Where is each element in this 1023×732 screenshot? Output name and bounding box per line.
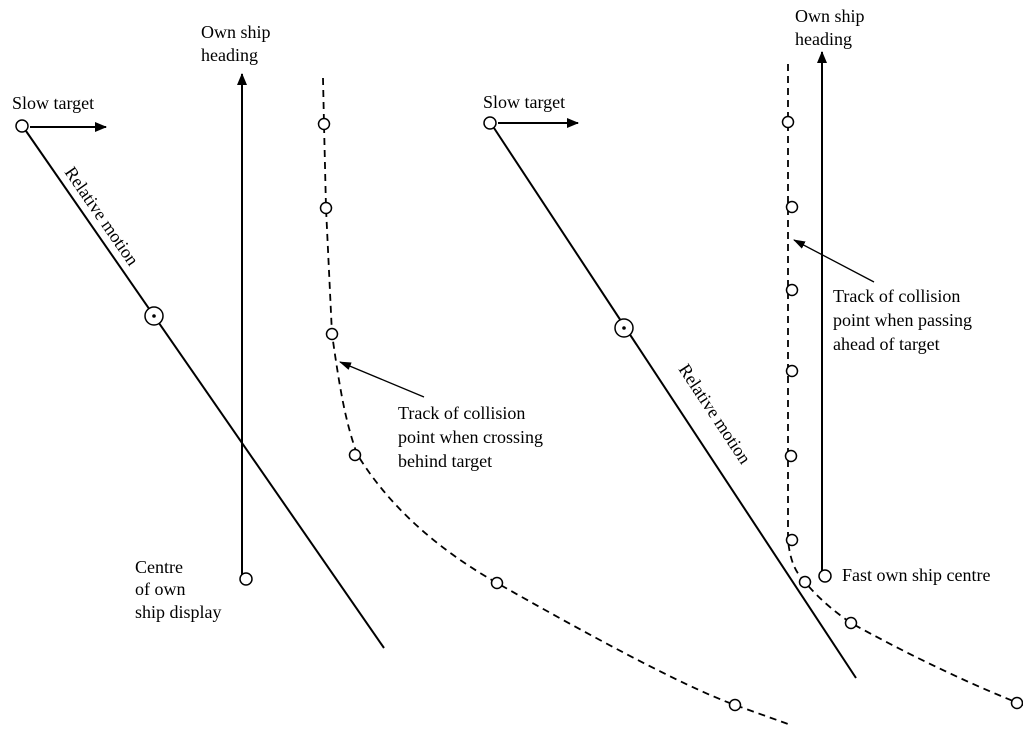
left-panel: Own ship heading Slow target Relative mo… — [12, 22, 789, 725]
right-track-label-line2: point when passing — [833, 310, 972, 330]
right-track-label-line3: ahead of target — [833, 334, 940, 354]
right-heading-label-line2: heading — [795, 29, 852, 49]
left-relative-motion-label: Relative motion — [61, 163, 143, 269]
right-target-point — [483, 116, 497, 130]
right-heading-label-line1: Own ship — [795, 6, 865, 26]
right-track-point — [781, 115, 795, 129]
right-track-point — [798, 575, 812, 589]
left-target-point — [15, 119, 29, 133]
left-centre-label-line1: Centre — [135, 557, 183, 577]
right-target-label: Slow target — [483, 92, 565, 112]
right-cpa-dot — [622, 326, 626, 330]
left-cpa-dot — [152, 314, 156, 318]
left-centre-label-line3: ship display — [135, 602, 222, 622]
left-own-ship-centre — [239, 572, 253, 586]
left-track-label-line2: point when crossing — [398, 427, 543, 447]
right-centre-label: Fast own ship centre — [842, 565, 990, 585]
left-track-point — [325, 327, 339, 341]
left-centre-label-line2: of own — [135, 579, 186, 599]
left-track-label-line3: behind target — [398, 451, 492, 471]
right-track-label-line1: Track of collision — [833, 286, 960, 306]
right-track-point — [784, 449, 798, 463]
right-track-point — [1010, 696, 1023, 710]
left-target-label: Slow target — [12, 93, 94, 113]
right-track-point — [785, 533, 799, 547]
left-track-point — [728, 698, 742, 712]
right-track-pointer-arrow — [793, 239, 875, 283]
right-relative-motion-label: Relative motion — [675, 360, 755, 467]
right-panel: Own ship heading Slow target Relative mo… — [483, 6, 1023, 710]
right-track-point — [785, 283, 799, 297]
left-track-point — [348, 448, 362, 462]
left-heading-label-line2: heading — [201, 45, 258, 65]
left-collision-track — [322, 77, 789, 725]
right-collision-track — [787, 64, 1023, 706]
right-track-point — [844, 616, 858, 630]
left-track-point — [490, 576, 504, 590]
left-track-point — [319, 201, 333, 215]
left-track-point — [317, 117, 331, 131]
right-track-point — [785, 200, 799, 214]
left-relative-motion-line — [25, 130, 385, 649]
left-track-pointer-arrow — [339, 361, 425, 398]
right-relative-motion-line — [493, 127, 857, 679]
left-heading-label-line1: Own ship — [201, 22, 271, 42]
left-track-label-line1: Track of collision — [398, 403, 525, 423]
right-track-point — [785, 364, 799, 378]
right-own-ship-centre — [818, 569, 832, 583]
